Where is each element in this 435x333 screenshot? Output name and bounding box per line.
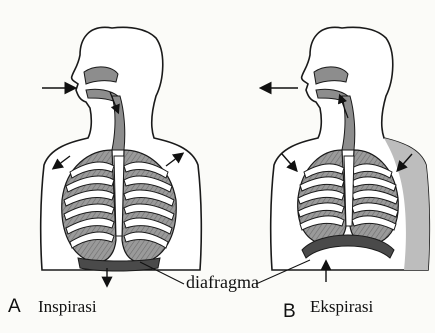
figure-inspirasi: [41, 27, 202, 285]
figure-b-letter: B: [283, 301, 296, 323]
diaphragm-label: diafragma: [186, 272, 259, 293]
figure-ekspirasi: [256, 27, 429, 284]
figure-a-caption: Inspirasi: [38, 297, 97, 317]
figure-a-letter: A: [8, 296, 21, 318]
figure-b-caption: Ekspirasi: [310, 297, 373, 317]
